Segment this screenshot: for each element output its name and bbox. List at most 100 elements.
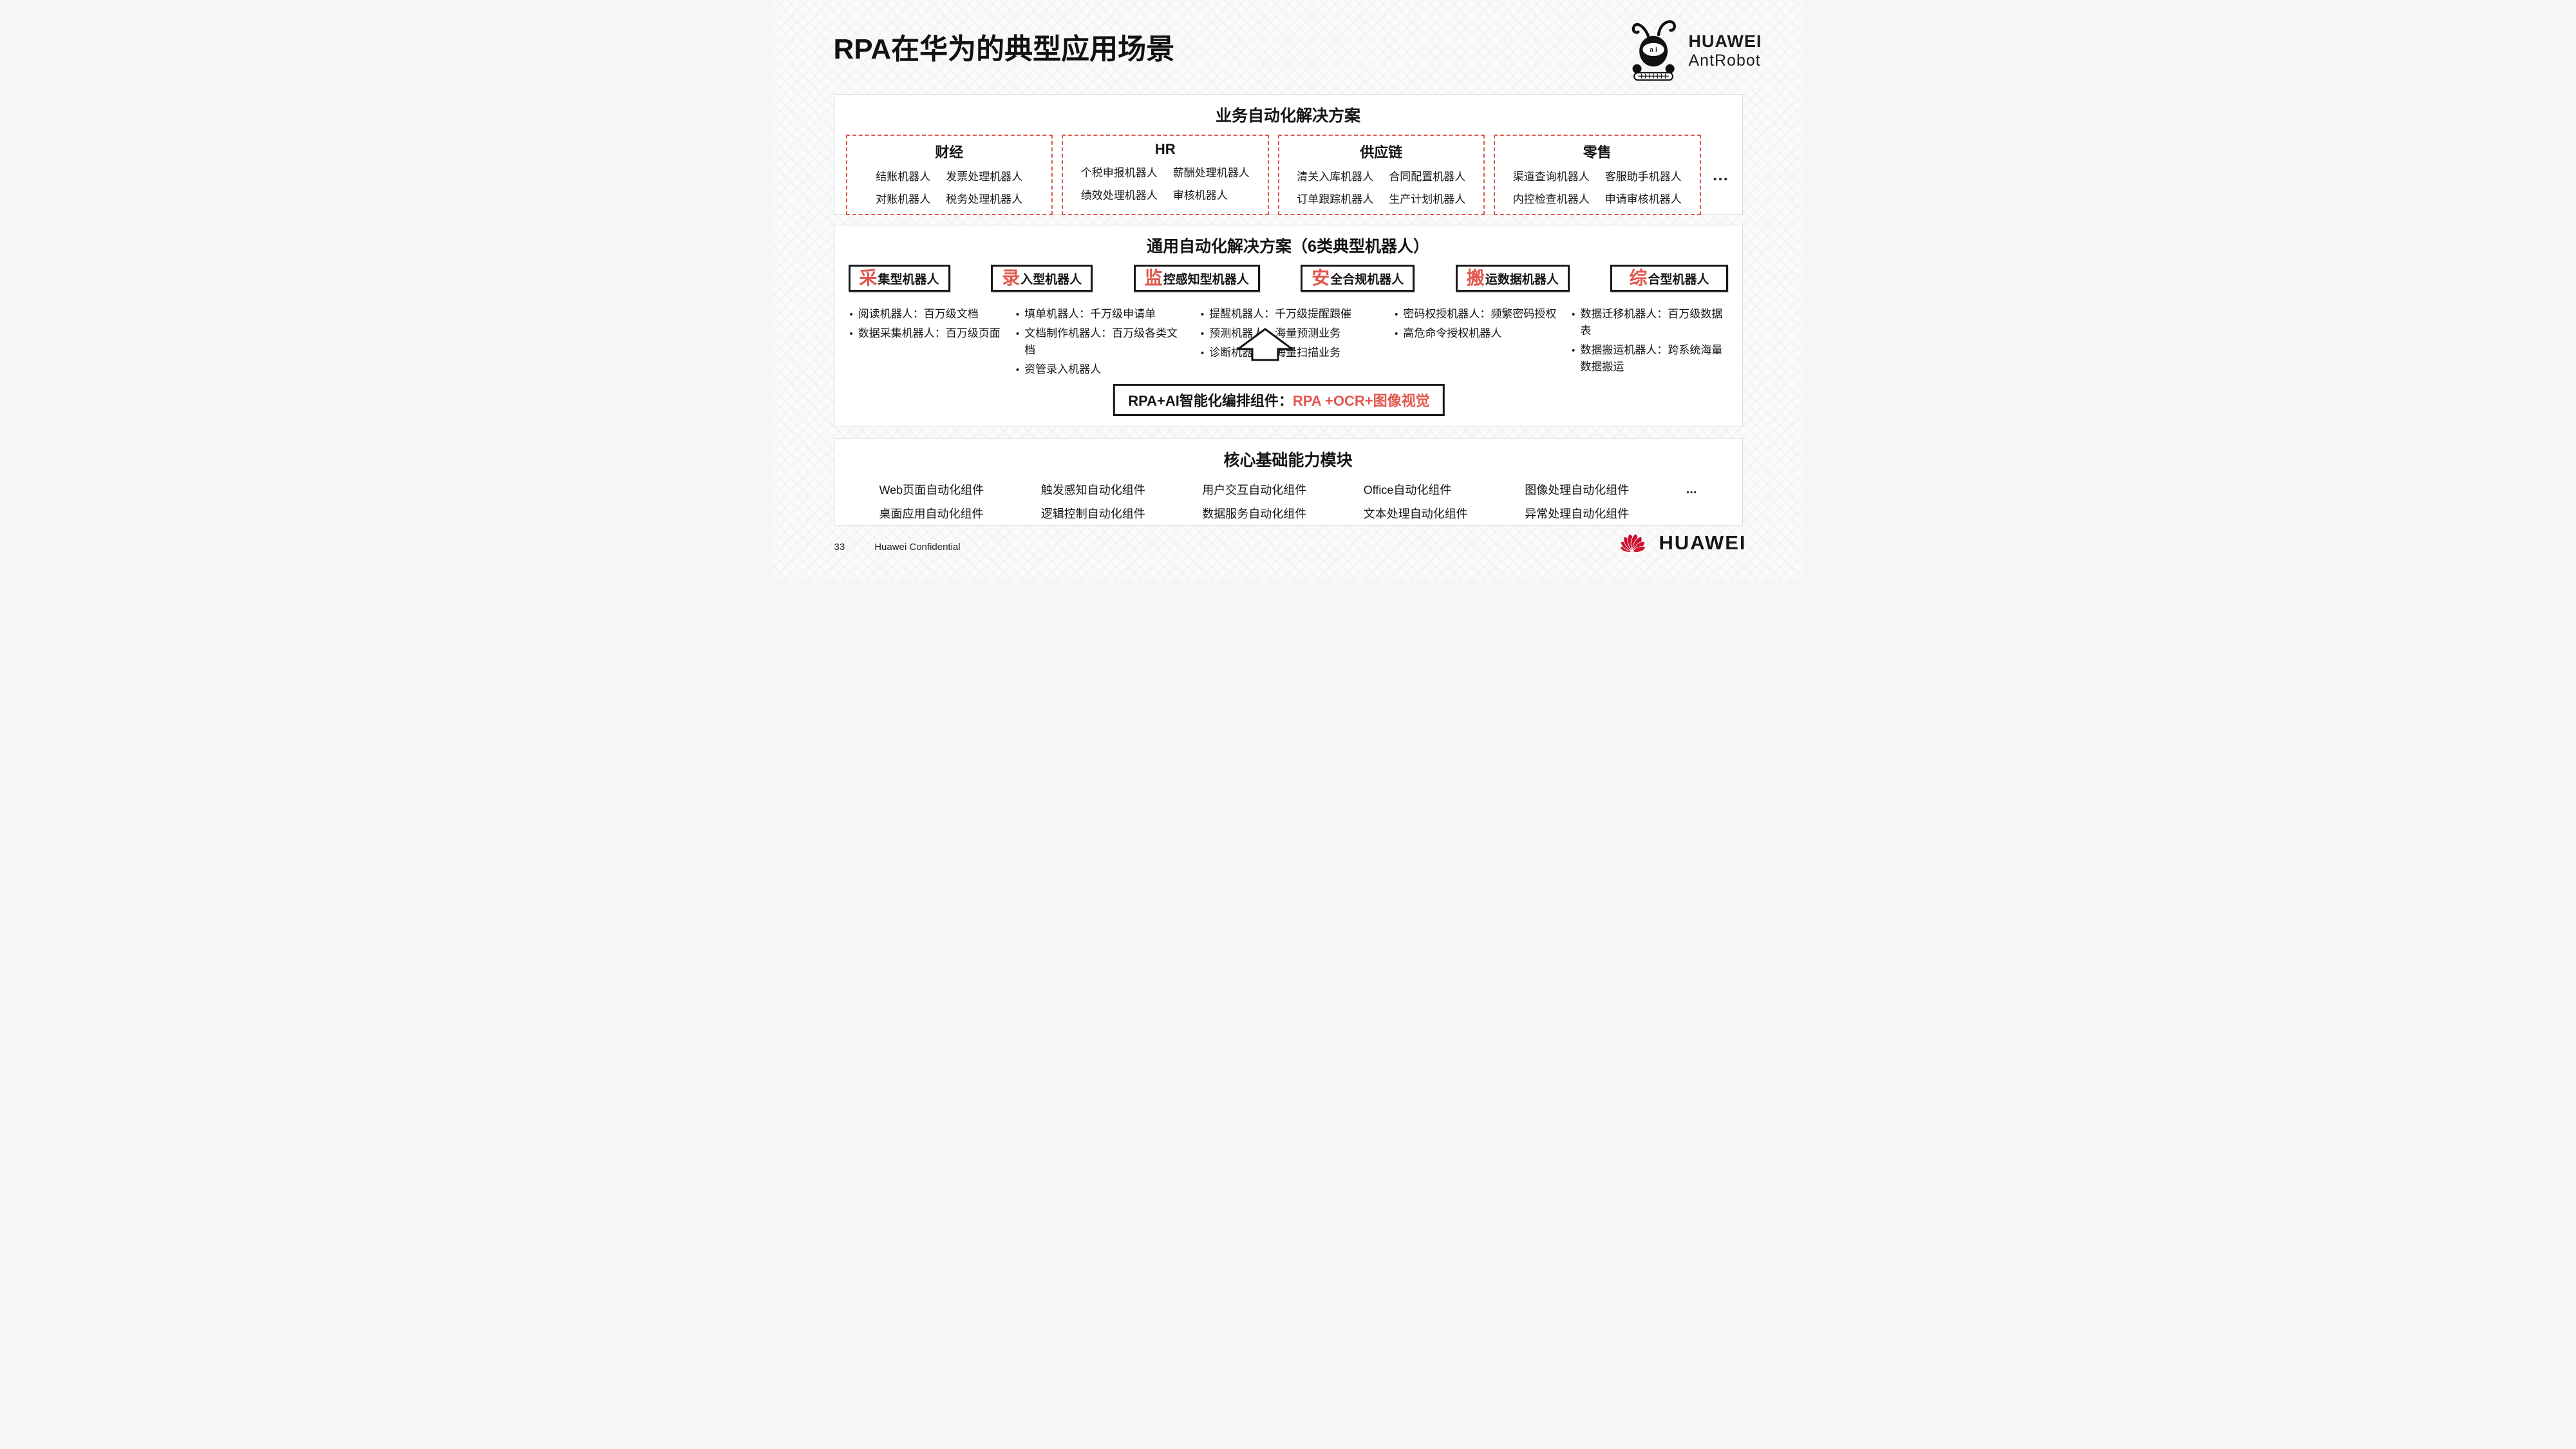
business-ellipsis: …	[1712, 165, 1729, 184]
confidential-label: Huawei Confidential	[874, 542, 961, 553]
capability-item: 密码权授机器人：频繁密码授权	[1395, 306, 1559, 323]
antrobot-wordmark: HUAWEI AntRobot	[1689, 32, 1762, 70]
type-lead-char: 采	[859, 268, 878, 288]
capability-column-1: 阅读机器人：百万级文档 数据采集机器人：百万级页面	[850, 306, 1003, 381]
core-column-5: 图像处理自动化组件 异常处理自动化组件	[1525, 481, 1629, 522]
capability-text: 资管录入机器人	[1024, 363, 1102, 375]
type-rest: 全合规机器人	[1330, 272, 1404, 287]
capability-text: 高危命令授权机器人	[1403, 327, 1502, 339]
robot-item: 订单跟踪机器人	[1297, 193, 1374, 205]
core-module: 数据服务自动化组件	[1202, 507, 1307, 520]
robot-item: 渠道查询机器人	[1512, 171, 1590, 183]
general-section-title: 通用自动化解决方案（6类典型机器人）	[1147, 238, 1429, 256]
domain-items: 渠道查询机器人 客服助手机器人 内控检查机器人 申请审核机器人	[1513, 167, 1682, 206]
domain-title: 供应链	[1360, 144, 1403, 160]
type-rest: 控感知型机器人	[1163, 272, 1249, 287]
robot-item: 发票处理机器人	[946, 171, 1023, 183]
antrobot-logo: a i HUAWEI AntRobot	[1626, 17, 1762, 84]
capability-text: 预测机器人：海量预测业务	[1209, 327, 1341, 339]
ant-face-text: a i	[1650, 46, 1657, 53]
capability-item: 阅读机器人：百万级文档	[850, 306, 1003, 323]
antrobot-wordmark-line2: AntRobot	[1688, 51, 1761, 70]
robot-item: 审核机器人	[1172, 189, 1228, 202]
business-section-title: 业务自动化解决方案	[1215, 107, 1360, 125]
core-section-title: 核心基础能力模块	[1223, 451, 1353, 469]
capability-text: 阅读机器人：百万级文档	[858, 308, 979, 320]
capability-column-4: 密码权授机器人：频繁密码授权 高危命令授权机器人	[1395, 306, 1559, 381]
huawei-logo: HUAWEI	[1614, 527, 1747, 558]
type-rest: 运数据机器人	[1485, 272, 1559, 287]
huawei-wordmark: HUAWEI	[1659, 531, 1747, 554]
type-lead-char: 安	[1312, 268, 1330, 288]
type-lead-char: 录	[1002, 268, 1020, 288]
capability-item: 数据采集机器人：百万级页面	[850, 325, 1003, 343]
capability-text: 数据搬运机器人：跨系统海量数据搬运	[1580, 343, 1723, 374]
type-lead-char: 监	[1144, 268, 1163, 288]
core-column-2: 触发感知自动化组件 逻辑控制自动化组件	[1041, 481, 1145, 522]
robot-item: 薪酬处理机器人	[1172, 167, 1250, 179]
capability-column-2: 填单机器人：千万级申请单 文档制作机器人：百万级各类文档 资管录入机器人	[1016, 306, 1188, 381]
capability-item: 数据搬运机器人：跨系统海量数据搬运	[1572, 342, 1725, 376]
robot-item: 结账机器人	[876, 171, 931, 183]
core-column-4: Office自动化组件 文本处理自动化组件	[1364, 481, 1468, 522]
core-module: 用户交互自动化组件	[1202, 484, 1307, 497]
core-module: 桌面应用自动化组件	[879, 507, 984, 520]
capability-text: 文档制作机器人：百万级各类文档	[1024, 327, 1178, 357]
up-arrow-icon	[1235, 328, 1295, 365]
capability-text: 数据采集机器人：百万级页面	[858, 327, 1001, 339]
section-business-automation: 业务自动化解决方案 财经 结账机器人 发票处理机器人 对账机器人 税务处理机器人…	[833, 94, 1743, 215]
type-rest: 入型机器人	[1020, 272, 1082, 287]
presentation-slide: RPA在华为的典型应用场景 a i HUAWEI AntRobot	[773, 0, 1803, 580]
business-domains-row: 财经 结账机器人 发票处理机器人 对账机器人 税务处理机器人 HR 个税申报机器…	[845, 135, 1732, 215]
ai-box-label: RPA+AI智能化编排组件：	[1128, 393, 1293, 409]
type-box-monitoring: 监控感知型机器人	[1133, 265, 1260, 292]
capability-text: 填单机器人：千万级申请单	[1024, 308, 1156, 320]
type-box-data-moving: 搬运数据机器人	[1455, 265, 1570, 292]
core-module: 逻辑控制自动化组件	[1040, 507, 1145, 520]
type-box-entry: 录入型机器人	[991, 265, 1093, 292]
robot-item: 申请审核机器人	[1604, 193, 1682, 205]
domain-items: 结账机器人 发票处理机器人 对账机器人 税务处理机器人	[876, 167, 1022, 206]
slide-footer: 33 Huawei Confidential	[834, 542, 961, 553]
domain-box-hr: HR 个税申报机器人 薪酬处理机器人 绩效处理机器人 审核机器人	[1062, 135, 1269, 215]
capability-text: 提醒机器人：千万级提醒跟催	[1209, 308, 1352, 320]
ant-robot-icon: a i	[1626, 17, 1682, 84]
page-number: 33	[834, 542, 845, 553]
type-box-security: 安全合规机器人	[1301, 265, 1415, 292]
robot-item: 客服助手机器人	[1604, 171, 1682, 183]
type-box-composite: 综合型机器人	[1610, 265, 1728, 292]
domain-box-supply-chain: 供应链 清关入库机器人 合同配置机器人 订单跟踪机器人 生产计划机器人	[1277, 135, 1485, 215]
capability-text: 密码权授机器人：频繁密码授权	[1403, 308, 1557, 320]
capability-item: 预测机器人：海量预测业务	[1201, 325, 1382, 343]
capability-item: 提醒机器人：千万级提醒跟催	[1201, 306, 1382, 323]
capability-item: 文档制作机器人：百万级各类文档	[1016, 325, 1188, 359]
capability-text: 数据迁移机器人：百万级数据表	[1580, 308, 1723, 337]
core-ellipsis: ...	[1686, 482, 1697, 497]
type-rest: 合型机器人	[1648, 272, 1709, 287]
robot-item: 个税申报机器人	[1080, 167, 1158, 179]
type-lead-char: 搬	[1466, 268, 1485, 288]
robot-capabilities-grid: 阅读机器人：百万级文档 数据采集机器人：百万级页面 填单机器人：千万级申请单 文…	[850, 306, 1725, 381]
section-general-automation: 通用自动化解决方案（6类典型机器人） 采集型机器人 录入型机器人 监控感知型机器…	[833, 225, 1743, 426]
core-module: Office自动化组件	[1363, 484, 1452, 497]
robot-item: 清关入库机器人	[1297, 171, 1374, 183]
robot-item: 绩效处理机器人	[1080, 189, 1158, 202]
capability-column-5: 数据迁移机器人：百万级数据表 数据搬运机器人：跨系统海量数据搬运	[1572, 306, 1725, 381]
capability-item: 填单机器人：千万级申请单	[1016, 306, 1188, 323]
robot-item: 对账机器人	[876, 193, 931, 205]
domain-title: 零售	[1583, 144, 1612, 160]
domain-title: HR	[1154, 141, 1176, 157]
core-module: 文本处理自动化组件	[1363, 507, 1468, 520]
core-module: 触发感知自动化组件	[1040, 484, 1145, 497]
type-lead-char: 综	[1629, 268, 1648, 288]
robot-types-row: 采集型机器人 录入型机器人 监控感知型机器人 安全合规机器人 搬运数据机器人 综…	[848, 265, 1728, 292]
ai-box-value: RPA +OCR+图像视觉	[1292, 393, 1430, 409]
robot-item: 税务处理机器人	[946, 193, 1023, 205]
antrobot-wordmark-line1: HUAWEI	[1688, 31, 1762, 51]
core-column-1: Web页面自动化组件 桌面应用自动化组件	[879, 481, 984, 522]
robot-item: 生产计划机器人	[1389, 193, 1466, 205]
domain-box-finance: 财经 结账机器人 发票处理机器人 对账机器人 税务处理机器人	[845, 135, 1053, 215]
capability-item: 高危命令授权机器人	[1395, 325, 1559, 343]
huawei-flower-icon	[1614, 527, 1651, 558]
type-box-collection: 采集型机器人	[848, 265, 950, 292]
